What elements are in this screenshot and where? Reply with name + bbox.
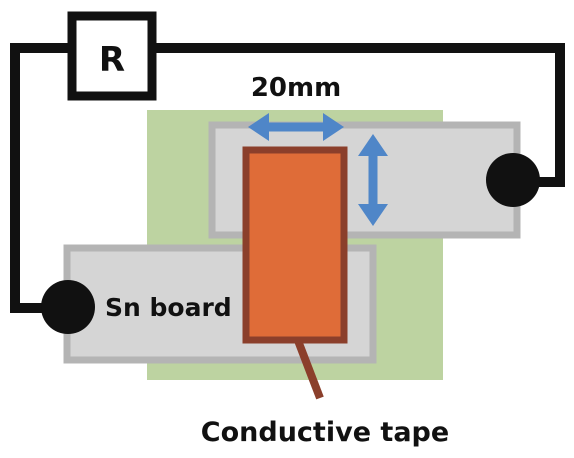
width-dimension-arrow — [248, 113, 344, 141]
length-dimension-arrow — [358, 134, 388, 226]
sn-board-label: Sn board — [105, 293, 232, 322]
terminal-left — [41, 280, 95, 334]
conductive-tape-label: Conductive tape — [201, 417, 449, 448]
resistor-label: R — [99, 40, 125, 80]
circuit-wire — [10, 43, 72, 313]
conductive-tape-strip — [242, 146, 348, 344]
dimension-label: 20mm — [251, 73, 341, 103]
resistor-box — [67, 11, 157, 101]
tape-tail — [293, 336, 324, 400]
terminal-right — [486, 153, 540, 207]
